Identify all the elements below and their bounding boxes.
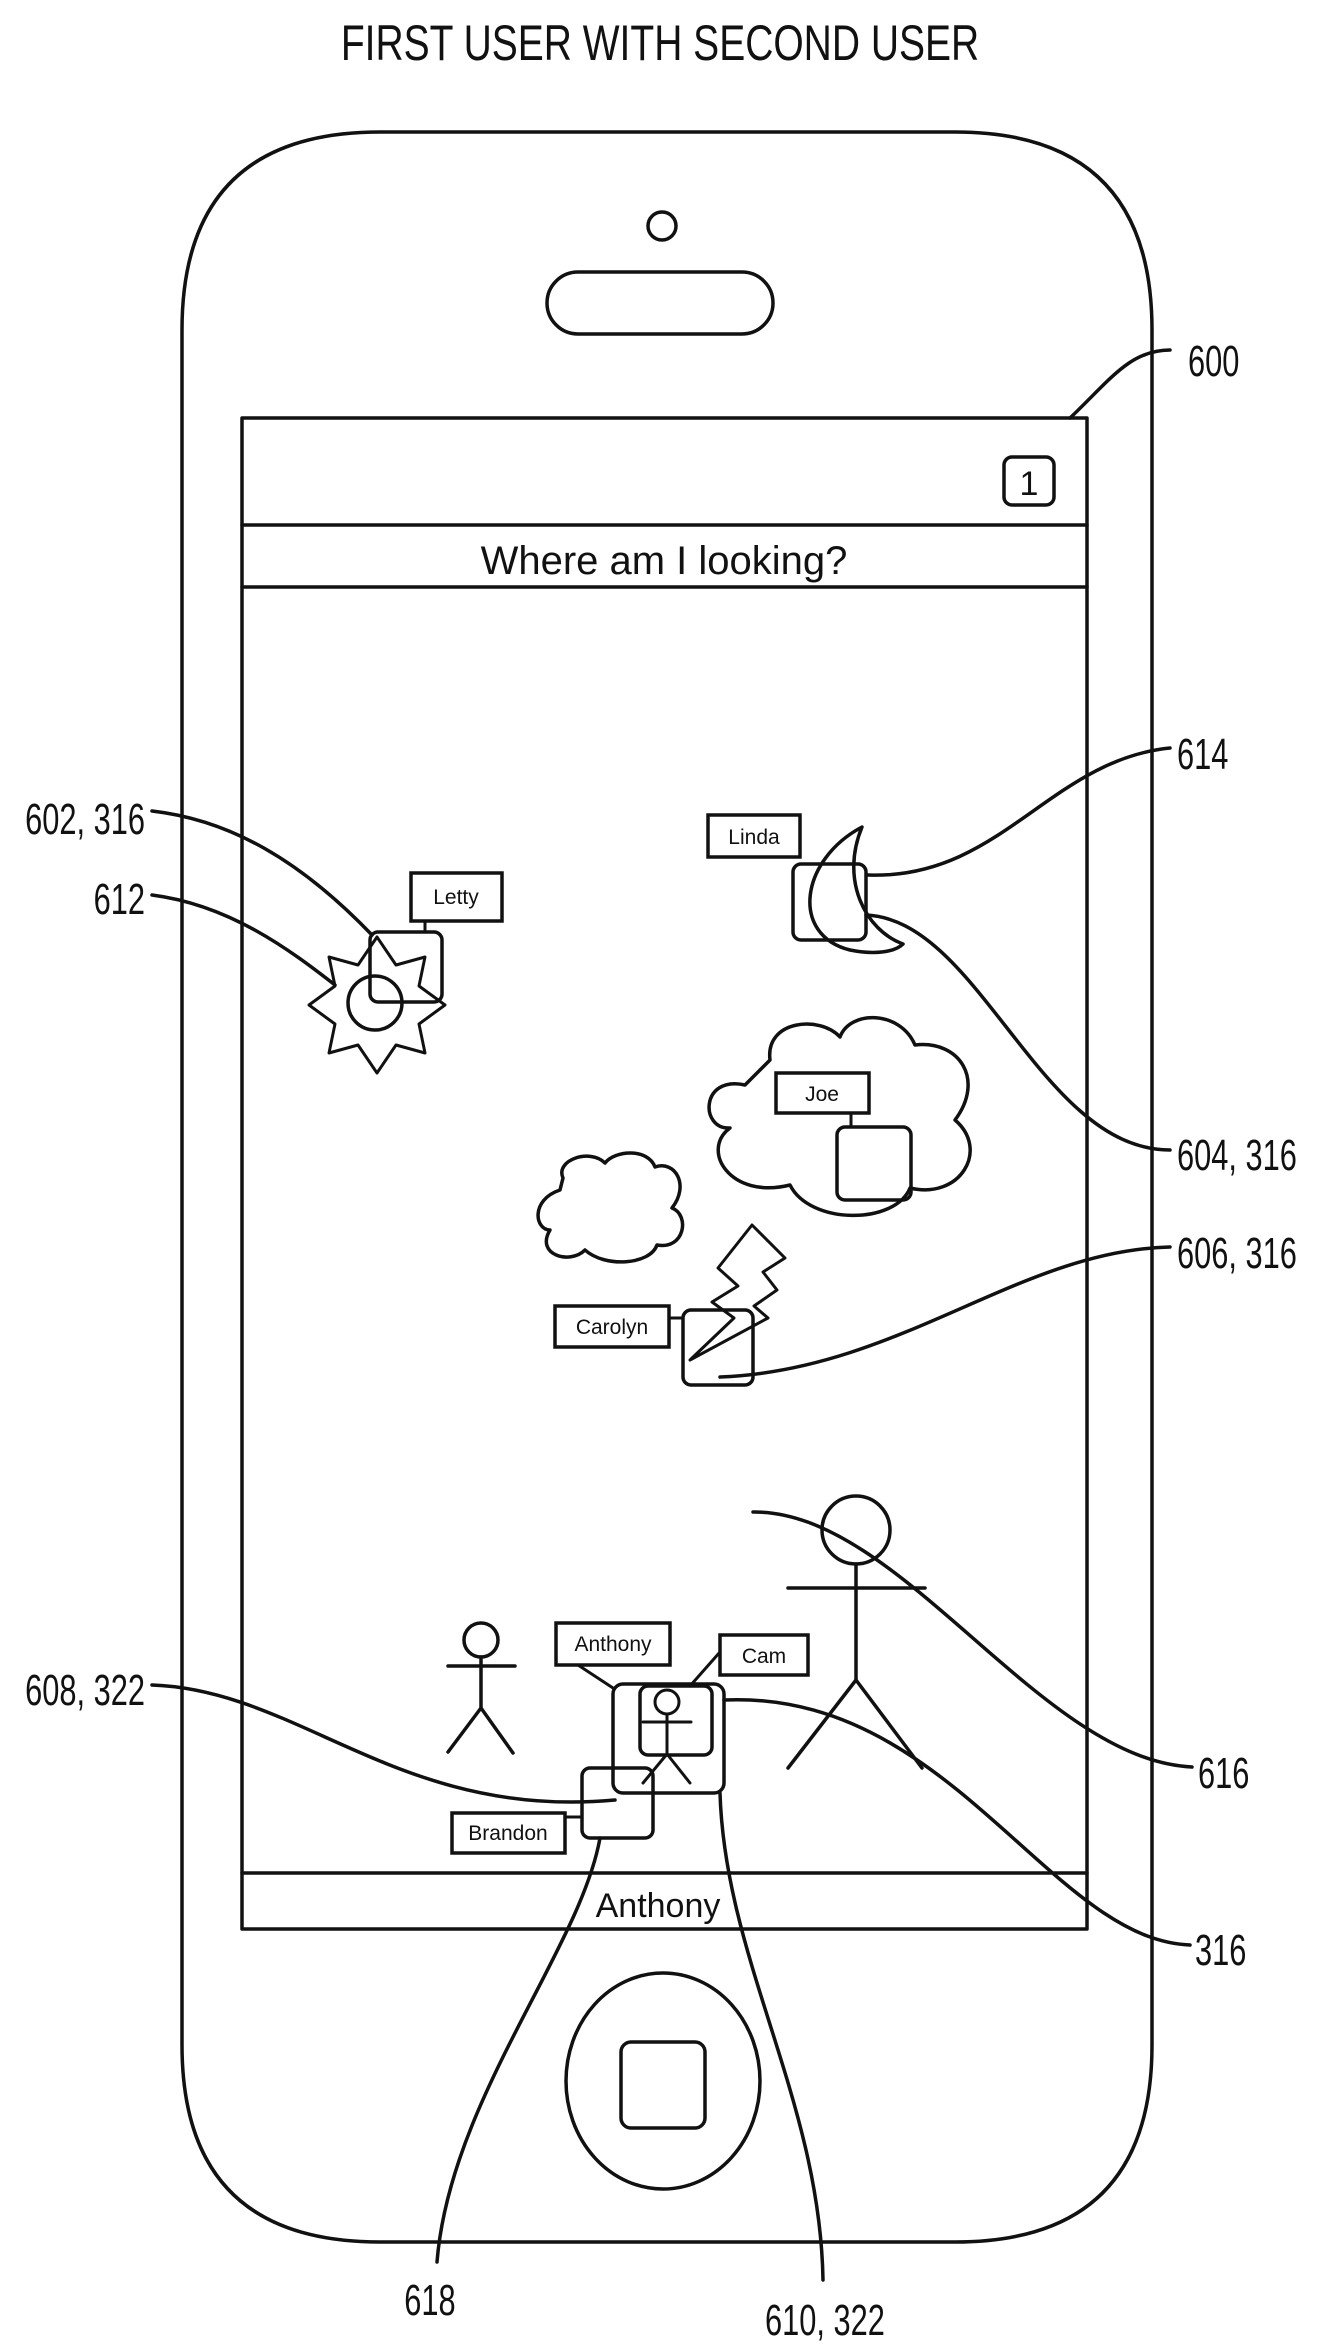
speaker-grille [545, 270, 775, 336]
anthony-tag-label: Anthony [574, 1633, 652, 1656]
linda-device[interactable] [791, 862, 868, 942]
carolyn-tag[interactable] [553, 1304, 671, 1349]
person-icon [786, 1494, 927, 1770]
letty-tag[interactable] [409, 871, 504, 923]
leader-610 [718, 1791, 825, 2282]
ref-602-316: 602, 316 [25, 796, 145, 845]
leader-lines [150, 348, 1194, 2282]
carolyn-marker[interactable]: Carolyn [553, 1304, 755, 1387]
reference-numerals: 600 602, 316 612 614 604, 316 606, 316 6… [25, 338, 1297, 2346]
joe-device[interactable] [835, 1125, 913, 1202]
screen-frame [240, 416, 1089, 1931]
cam-device[interactable] [638, 1684, 714, 1757]
front-camera-icon [646, 210, 678, 242]
carolyn-device[interactable] [681, 1308, 755, 1387]
home-square-icon [619, 2040, 707, 2130]
leader-604 [864, 913, 1172, 1152]
title-bar-text: Where am I looking? [481, 539, 848, 583]
brandon-marker[interactable]: Brandon [450, 1766, 655, 1855]
person-icon [446, 1621, 517, 1755]
linda-marker[interactable]: Linda [706, 813, 868, 942]
anthony-tag[interactable] [554, 1621, 672, 1667]
lightning-icon [688, 1223, 787, 1362]
notification-count: 1 [1020, 465, 1039, 503]
letty-tag-label: Letty [433, 886, 479, 909]
leader-618 [435, 1836, 602, 2264]
linda-tag[interactable] [706, 813, 802, 859]
moon-icon [808, 825, 905, 955]
ref-600: 600 [1188, 338, 1239, 387]
leader-614 [866, 746, 1172, 877]
cam-marker[interactable]: Cam [638, 1633, 810, 1785]
carolyn-tag-label: Carolyn [576, 1316, 648, 1339]
ref-614: 614 [1177, 731, 1228, 780]
brandon-tag[interactable] [450, 1811, 567, 1855]
anthony-marker[interactable]: Anthony [554, 1621, 726, 1795]
notification-badge[interactable]: 1 [1002, 455, 1056, 507]
letty-device[interactable] [368, 930, 444, 1004]
brandon-tag-label: Brandon [468, 1822, 547, 1845]
cam-tag-label: Cam [742, 1645, 786, 1668]
ref-616: 616 [1198, 1750, 1249, 1799]
joe-tag[interactable] [774, 1071, 871, 1115]
cloud-icon [707, 1015, 972, 1218]
leader-316 [722, 1698, 1192, 1947]
ref-606-316: 606, 316 [1177, 1230, 1297, 1279]
figure-title: FIRST USER WITH SECOND USER [341, 14, 979, 71]
joe-marker[interactable]: Joe [774, 1071, 913, 1202]
phone-outline [180, 130, 1154, 2244]
letty-marker[interactable]: Letty [368, 871, 504, 1004]
cloud-icon [536, 1151, 685, 1264]
ref-610-322: 610, 322 [765, 2297, 885, 2346]
ref-316: 316 [1195, 1927, 1246, 1976]
leader-606 [718, 1245, 1172, 1379]
leader-602 [150, 809, 374, 937]
leader-608 [150, 1683, 617, 1804]
leader-612 [150, 893, 337, 987]
phone: 1 Where am I looking? Anthony [180, 130, 1154, 2244]
ref-604-316: 604, 316 [1177, 1132, 1297, 1181]
screen: 1 Where am I looking? Anthony [240, 416, 1089, 1931]
linda-tag-label: Linda [728, 826, 780, 849]
leader-600 [1068, 348, 1172, 420]
ref-618: 618 [404, 2277, 455, 2326]
sun-icon [307, 935, 447, 1075]
leader-616 [751, 1510, 1194, 1769]
bottom-bar-user-name[interactable]: Anthony [596, 1887, 721, 1925]
ref-608-322: 608, 322 [25, 1667, 145, 1716]
home-button[interactable] [564, 1971, 762, 2191]
joe-tag-label: Joe [805, 1083, 839, 1106]
ref-612: 612 [94, 876, 145, 925]
anthony-device[interactable] [611, 1682, 726, 1795]
cam-tag[interactable] [718, 1633, 810, 1677]
